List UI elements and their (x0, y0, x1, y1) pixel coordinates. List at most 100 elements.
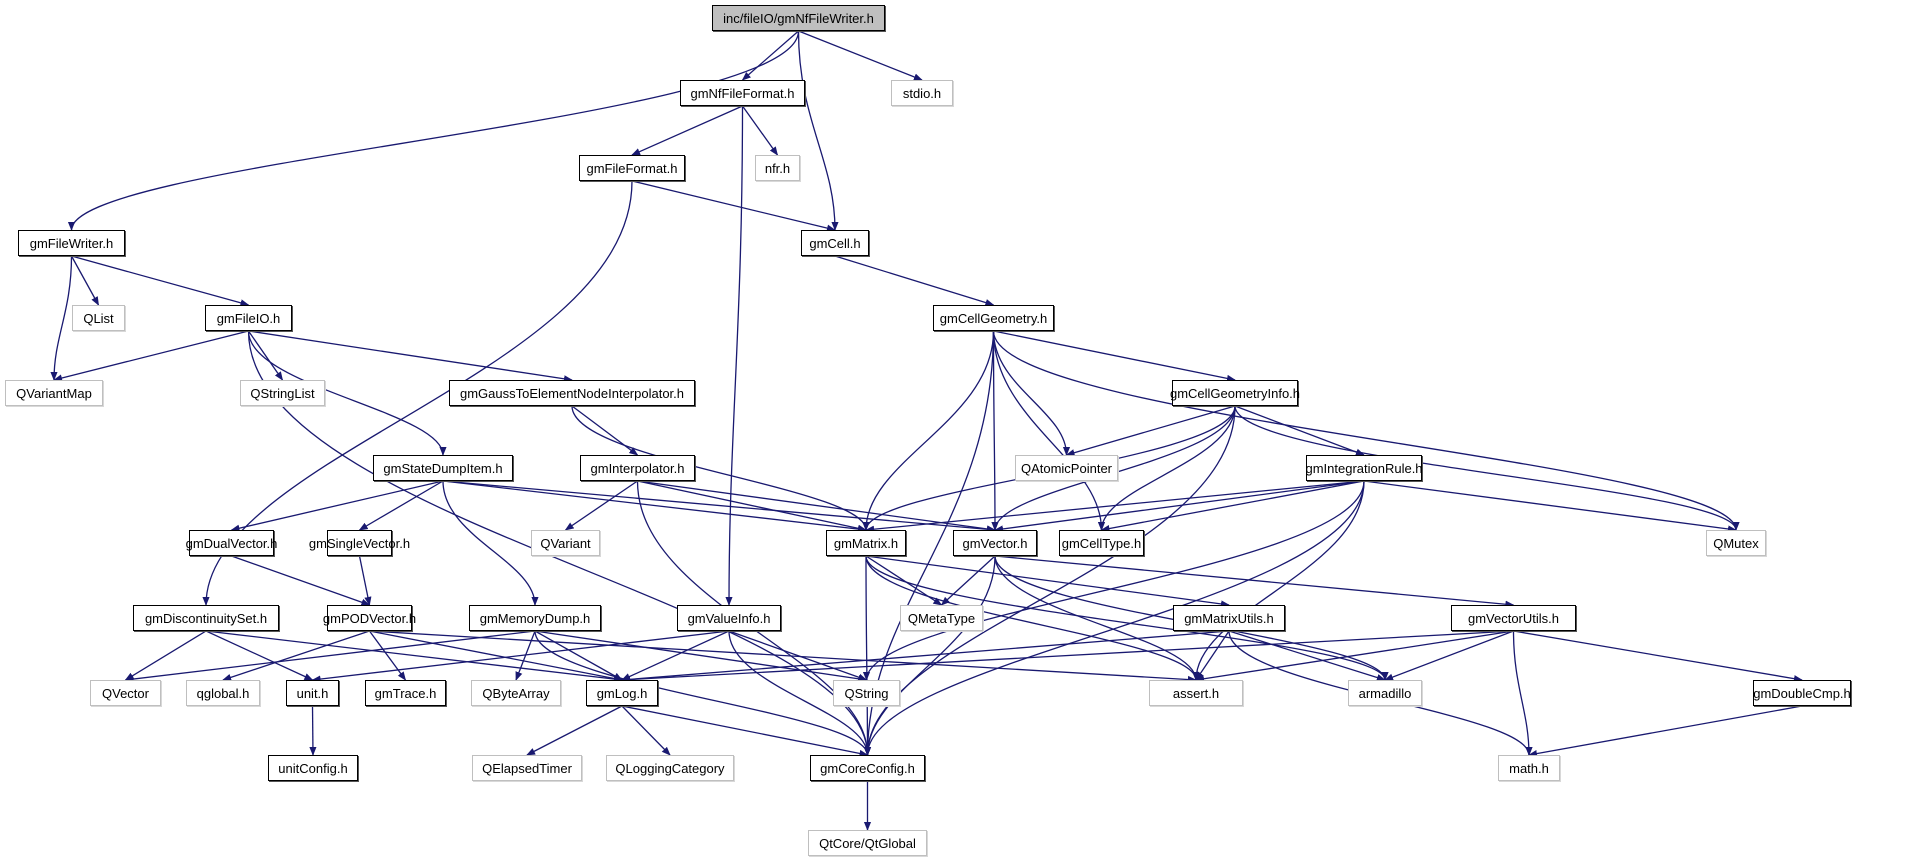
node-gmFileIO[interactable]: gmFileIO.h (205, 305, 292, 331)
edge-gmVectorUtils-to-assert (1195, 630, 1514, 683)
edge-gmVectorUtils-to-mathh (1512, 630, 1533, 756)
edge-gmFileIO-to-QVariantMap (53, 330, 249, 382)
node-gmTrace[interactable]: gmTrace.h (365, 680, 446, 706)
node-gmMatrix[interactable]: gmMatrix.h (826, 530, 906, 556)
edge-gmVector-to-gmVectorUtils (994, 555, 1515, 608)
edge-gmCell-to-gmCellGeometry (834, 255, 995, 307)
node-gmCellGeometry[interactable]: gmCellGeometry.h (933, 305, 1054, 331)
edge-gmVector-to-assert (994, 555, 1200, 681)
node-gmDiscontinuitySet[interactable]: gmDiscontinuitySet.h (133, 605, 279, 631)
node-QMutex: QMutex (1706, 530, 1766, 556)
edge-gmFileIO-to-gmCoreConfig (247, 330, 872, 756)
node-QAtomicPointer: QAtomicPointer (1015, 455, 1118, 481)
node-QStringList: QStringList (240, 380, 325, 406)
edge-gmIntegrationRule-to-gmCoreConfig (863, 480, 1365, 756)
edge-root-to-gmNfFileFormat (741, 30, 799, 81)
node-gmCellType[interactable]: gmCellType.h (1059, 530, 1144, 556)
node-QVector: QVector (90, 680, 161, 706)
node-gmPODVector[interactable]: gmPODVector.h (323, 605, 416, 631)
edge-gmCellGeometry-to-gmVector (991, 330, 999, 531)
edge-gmMatrix-to-assert (865, 555, 1200, 681)
edge-root-to-gmCell (797, 30, 839, 231)
edge-gmInterpolator-to-QVariant (564, 480, 638, 531)
edge-gmDiscontinuitySet-to-QVector (124, 630, 207, 681)
node-unit[interactable]: unit.h (286, 680, 339, 706)
edge-gmMatrix-to-armadillo (865, 555, 1389, 681)
node-QMetaType: QMetaType (900, 605, 983, 631)
edge-gmVector-to-QMetaType (940, 555, 996, 606)
node-gmMatrixUtils[interactable]: gmMatrixUtils.h (1173, 605, 1285, 631)
node-gmCell[interactable]: gmCell.h (801, 230, 869, 256)
node-gmFileFormat[interactable]: gmFileFormat.h (579, 155, 685, 181)
edge-gmFileWriter-to-QVariantMap (50, 255, 73, 381)
node-assert: assert.h (1149, 680, 1243, 706)
node-nfr: nfr.h (755, 155, 800, 181)
node-gmSingleVector[interactable]: gmSingleVector.h (309, 530, 410, 556)
edge-gmStateDumpItem-to-gmSingleVector (358, 480, 444, 531)
edge-gmLog-to-gmCoreConfig (621, 705, 869, 757)
edge-gmFileWriter-to-gmFileIO (71, 255, 250, 307)
edge-gmFileIO-to-gmGaussToElementNodeInterpolator (248, 330, 573, 383)
node-QElapsedTimer: QElapsedTimer (472, 755, 582, 781)
node-QVariantMap: QVariantMap (5, 380, 103, 406)
node-gmFileWriter[interactable]: gmFileWriter.h (18, 230, 125, 256)
node-gmStateDumpItem[interactable]: gmStateDumpItem.h (373, 455, 513, 481)
edge-gmIntegrationRule-to-QString (862, 480, 1365, 681)
edge-gmFileWriter-to-QList (70, 255, 100, 306)
edge-gmMatrixUtils-to-armadillo (1228, 630, 1386, 682)
edge-gmCellGeometryInfo-to-gmIntegrationRule (1234, 405, 1365, 456)
edge-gmMemoryDump-to-gmLog (534, 630, 623, 681)
edge-gmValueInfo-to-QString (728, 630, 868, 681)
edge-gmMatrixUtils-to-gmLog (621, 630, 1230, 683)
node-gmValueInfo[interactable]: gmValueInfo.h (677, 605, 781, 631)
edge-gmLog-to-QElapsedTimer (526, 705, 623, 756)
edge-root-to-gmFileWriter (67, 30, 800, 231)
edge-gmGaussToElementNodeInterpolator-to-gmMatrix (571, 405, 870, 531)
edge-gmCellGeometry-to-QAtomicPointer (992, 330, 1071, 456)
edge-gmStateDumpItem-to-gmMatrix (442, 480, 867, 533)
edge-gmDiscontinuitySet-to-gmLog (205, 630, 623, 683)
edge-gmMemoryDump-to-gmCoreConfig (534, 630, 872, 756)
node-gmDualVector[interactable]: gmDualVector.h (186, 530, 277, 556)
edge-gmDualVector-to-gmPODVector (231, 555, 371, 606)
edge-gmCellGeometry-to-gmMatrix (862, 330, 995, 531)
edge-gmFileIO-to-gmStateDumpItem (247, 330, 447, 456)
node-stdio: stdio.h (891, 80, 953, 106)
edge-gmStateDumpItem-to-gmMemoryDump (442, 480, 539, 606)
edge-gmMatrix-to-gmMatrixUtils (865, 555, 1230, 608)
node-gmVectorUtils[interactable]: gmVectorUtils.h (1451, 605, 1576, 631)
node-QLoggingCategory: QLoggingCategory (606, 755, 734, 781)
edge-gmFileIO-to-QStringList (247, 330, 284, 381)
node-gmDoubleCmp[interactable]: gmDoubleCmp.h (1753, 680, 1851, 706)
edge-gmDiscontinuitySet-to-unit (205, 630, 314, 681)
node-armadillo: armadillo (1348, 680, 1422, 706)
edge-gmStateDumpItem-to-gmDualVector (230, 480, 444, 532)
edge-gmInterpolator-to-gmVector (637, 480, 996, 533)
edge-gmNfFileFormat-to-nfr (741, 105, 779, 156)
edge-unit-to-unitConfig (309, 705, 317, 756)
node-QString: QString (833, 680, 900, 706)
edge-gmInterpolator-to-gmMatrix (637, 480, 867, 532)
node-qglobal: qglobal.h (186, 680, 260, 706)
edge-gmCellGeometryInfo-to-QAtomicPointer (1065, 405, 1236, 457)
node-gmIntegrationRule[interactable]: gmIntegrationRule.h (1305, 455, 1423, 481)
node-gmNfFileFormat[interactable]: gmNfFileFormat.h (680, 80, 805, 106)
node-gmLog[interactable]: gmLog.h (586, 680, 658, 706)
edge-gmNfFileFormat-to-gmFileFormat (631, 105, 743, 156)
node-math: math.h (1498, 755, 1560, 781)
node-QByteArray: QByteArray (471, 680, 561, 706)
edge-gmVectorUtils-to-gmLog (621, 630, 1514, 684)
node-gmGaussToElementNodeInterpolator[interactable]: gmGaussToElementNodeInterpolator.h (449, 380, 695, 406)
edge-gmMatrix-to-gmCoreConfig (863, 555, 872, 756)
node-gmMemoryDump[interactable]: gmMemoryDump.h (469, 605, 601, 631)
node-gmInterpolator[interactable]: gmInterpolator.h (580, 455, 695, 481)
node-gmVector[interactable]: gmVector.h (953, 530, 1037, 556)
node-gmCoreConfig[interactable]: gmCoreConfig.h (810, 755, 925, 781)
edge-gmIntegrationRule-to-QMutex (1363, 480, 1737, 533)
edge-gmFileFormat-to-gmCell (631, 180, 836, 232)
edge-gmNfFileFormat-to-gmValueInfo (725, 105, 744, 606)
node-gmCellGeometryInfo[interactable]: gmCellGeometryInfo.h (1170, 380, 1300, 406)
edge-gmCellGeometry-to-gmCellType (992, 330, 1106, 531)
node-unitConfig[interactable]: unitConfig.h (268, 755, 358, 781)
